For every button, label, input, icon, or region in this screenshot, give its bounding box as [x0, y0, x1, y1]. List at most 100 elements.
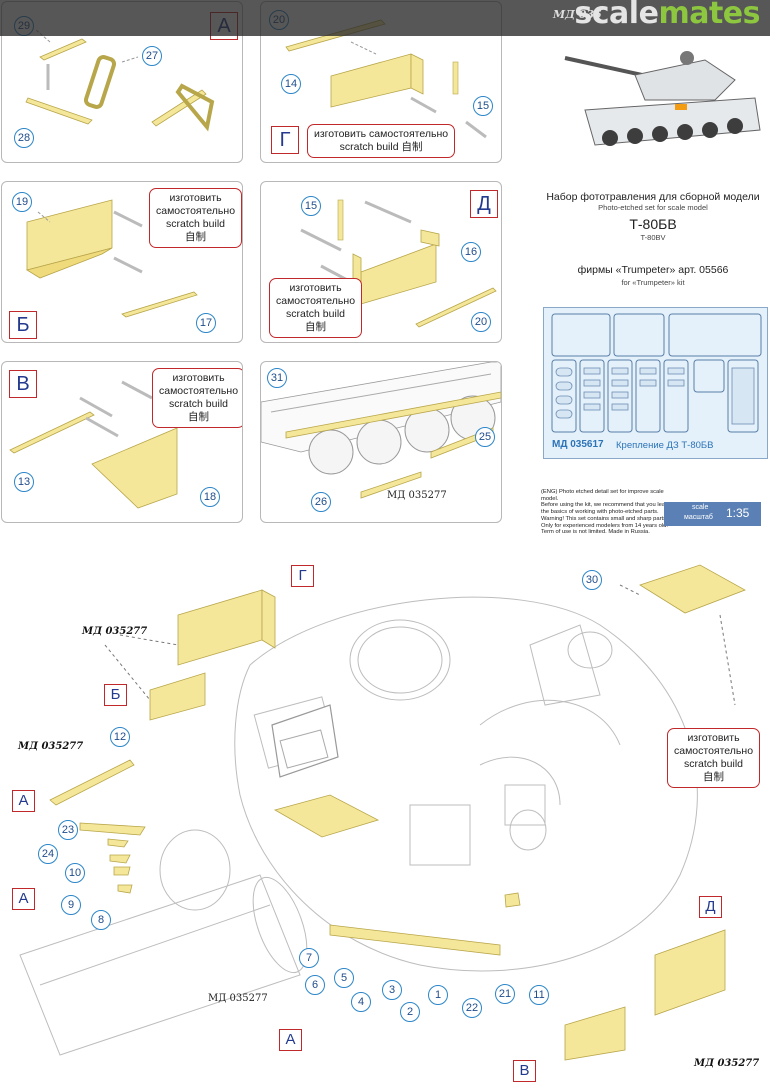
kit-maker-ru: фирмы «Trumpeter» арт. 05566: [577, 264, 729, 276]
note-line: scratch build: [166, 218, 225, 230]
note-line: изготовить: [172, 372, 225, 384]
part-number-19: 19: [12, 192, 32, 212]
brand-part-2: mates: [658, 0, 760, 31]
part-number-22: 22: [462, 998, 482, 1018]
part-number-6: 6: [305, 975, 325, 995]
watermark-banner: МД 035 scalemates: [0, 0, 770, 36]
warning-text: (ENG) Photo etched detail set for improv…: [541, 489, 681, 536]
scratch-build-note: изготовить самостоятельно scratch build …: [269, 278, 363, 338]
part-number-5: 5: [334, 968, 354, 988]
note-line: scratch build: [286, 308, 345, 320]
md-code-label: МД 035277: [18, 741, 84, 752]
model-name-ru: Т-80БВ: [629, 216, 677, 232]
part-number-18: 18: [200, 487, 220, 507]
panel-d: Д 15 16 20 изготовить самостоятельно scr…: [260, 181, 502, 343]
main-letter-v: В: [513, 1060, 536, 1082]
scale-label-ru: масштаб: [684, 514, 713, 521]
scratch-build-note: изготовить самостоятельно scratch build …: [667, 728, 761, 788]
scratch-build-note: изготовить самостоятельно scratch build …: [149, 188, 242, 248]
note-line: самостоятельно: [156, 205, 236, 217]
tank-photo: [555, 20, 765, 170]
scale-value: 1:35: [726, 506, 750, 520]
part-number-20: 20: [471, 312, 491, 332]
fret-code: МД 035617: [552, 439, 604, 450]
part-number-13: 13: [14, 472, 34, 492]
part-number-4: 4: [351, 992, 371, 1012]
part-number-7: 7: [299, 948, 319, 968]
warning-line: the basics of working with photo-etched …: [541, 509, 659, 516]
part-number-31: 31: [267, 368, 287, 388]
note-line: самостоятельно: [276, 295, 356, 307]
note-line: изготовить самостоятельно: [314, 128, 449, 140]
part-number-1: 1: [428, 985, 448, 1005]
kit-maker-en: for «Trumpeter» kit: [621, 278, 685, 287]
panel-v-drawing: [9, 380, 178, 509]
turret-assembly-drawing: [19, 564, 746, 1061]
main-letter-b: Б: [104, 684, 127, 706]
warning-line: Term of use is not limited. Made in Russ…: [541, 529, 650, 536]
md-code-label: МД 035277: [387, 490, 447, 501]
part-number-10: 10: [65, 863, 85, 883]
part-number-17: 17: [196, 313, 216, 333]
note-line: scratch build: [169, 398, 228, 410]
fret-name: Крепление ДЗ Т-80БВ: [616, 440, 714, 451]
part-number-11: 11: [529, 985, 549, 1005]
scale-label-en: scale: [692, 504, 709, 511]
part-number-2: 2: [400, 1002, 420, 1022]
part-number-28: 28: [14, 128, 34, 148]
hull-side-drawing: [261, 362, 501, 499]
note-line: изготовить: [687, 732, 740, 744]
part-number-30: 30: [582, 570, 602, 590]
part-number-15: 15: [301, 196, 321, 216]
md-code-label: МД 035277: [208, 993, 268, 1004]
main-letter-a-2: А: [12, 888, 35, 910]
brand-part-1: scale: [574, 0, 659, 31]
note-line: самостоятельно: [159, 385, 239, 397]
panel-v-letter: В: [9, 370, 37, 398]
md-code-label: МД 035277: [82, 626, 148, 637]
note-line: изготовить: [169, 192, 222, 204]
part-number-21: 21: [495, 984, 515, 1004]
part-number-12: 12: [110, 727, 130, 747]
banner-md-code: МД 035: [553, 8, 602, 21]
part-number-15: 15: [473, 96, 493, 116]
md-code-label: МД 035277: [694, 1058, 760, 1069]
panel-d-letter: Д: [470, 190, 498, 218]
part-number-23: 23: [58, 820, 78, 840]
note-line: scratch build 自制: [339, 141, 423, 153]
warning-line: Only for experienced modelers from 14 ye…: [541, 522, 668, 529]
panel-hull-side: 31 25 26 МД 035277: [260, 361, 502, 523]
part-number-26: 26: [311, 492, 331, 512]
main-letter-a-1: А: [12, 790, 35, 812]
warning-line: Warning! This set contains small and sha…: [541, 515, 668, 522]
note-line: 自制: [703, 771, 725, 783]
main-letter-a-3: А: [279, 1029, 302, 1051]
warning-line: Before using the kit, we recommend that …: [541, 502, 671, 509]
main-letter-g: Г: [291, 565, 314, 587]
note-line: scratch build: [684, 758, 743, 770]
note-line: 自制: [185, 231, 207, 243]
part-number-14: 14: [281, 74, 301, 94]
panel-d-drawing: [300, 199, 497, 328]
note-line: изготовить: [289, 282, 342, 294]
kit-title-ru: Набор фототравления для сборной модели: [546, 191, 760, 203]
part-number-3: 3: [382, 980, 402, 1000]
part-number-25: 25: [475, 427, 495, 447]
part-number-9: 9: [61, 895, 81, 915]
panel-g-letter: Г: [271, 126, 299, 154]
fret-parts-drawing: [551, 313, 762, 433]
scratch-build-note: изготовить самостоятельно scratch build …: [152, 368, 242, 428]
part-number-24: 24: [38, 844, 58, 864]
kit-title-en: Photo-etched set for scale model: [598, 203, 708, 212]
scale-badge: scale масштаб 1:35: [664, 502, 761, 526]
warning-line: (ENG) Photo etched detail set for improv…: [541, 489, 664, 502]
scratch-build-note: изготовить самостоятельно scratch build …: [307, 124, 456, 158]
note-line: самостоятельно: [674, 745, 754, 757]
part-number-8: 8: [91, 910, 111, 930]
panel-b-drawing: [25, 199, 198, 318]
model-name-en: T-80BV: [640, 233, 666, 242]
photo-etched-fret: МД 035617 Крепление ДЗ Т-80БВ: [543, 307, 768, 459]
panel-b: 19 17 Б изготовить самостоятельно scratc…: [1, 181, 243, 343]
note-line: 自制: [188, 411, 210, 423]
main-letter-d: Д: [699, 896, 722, 918]
